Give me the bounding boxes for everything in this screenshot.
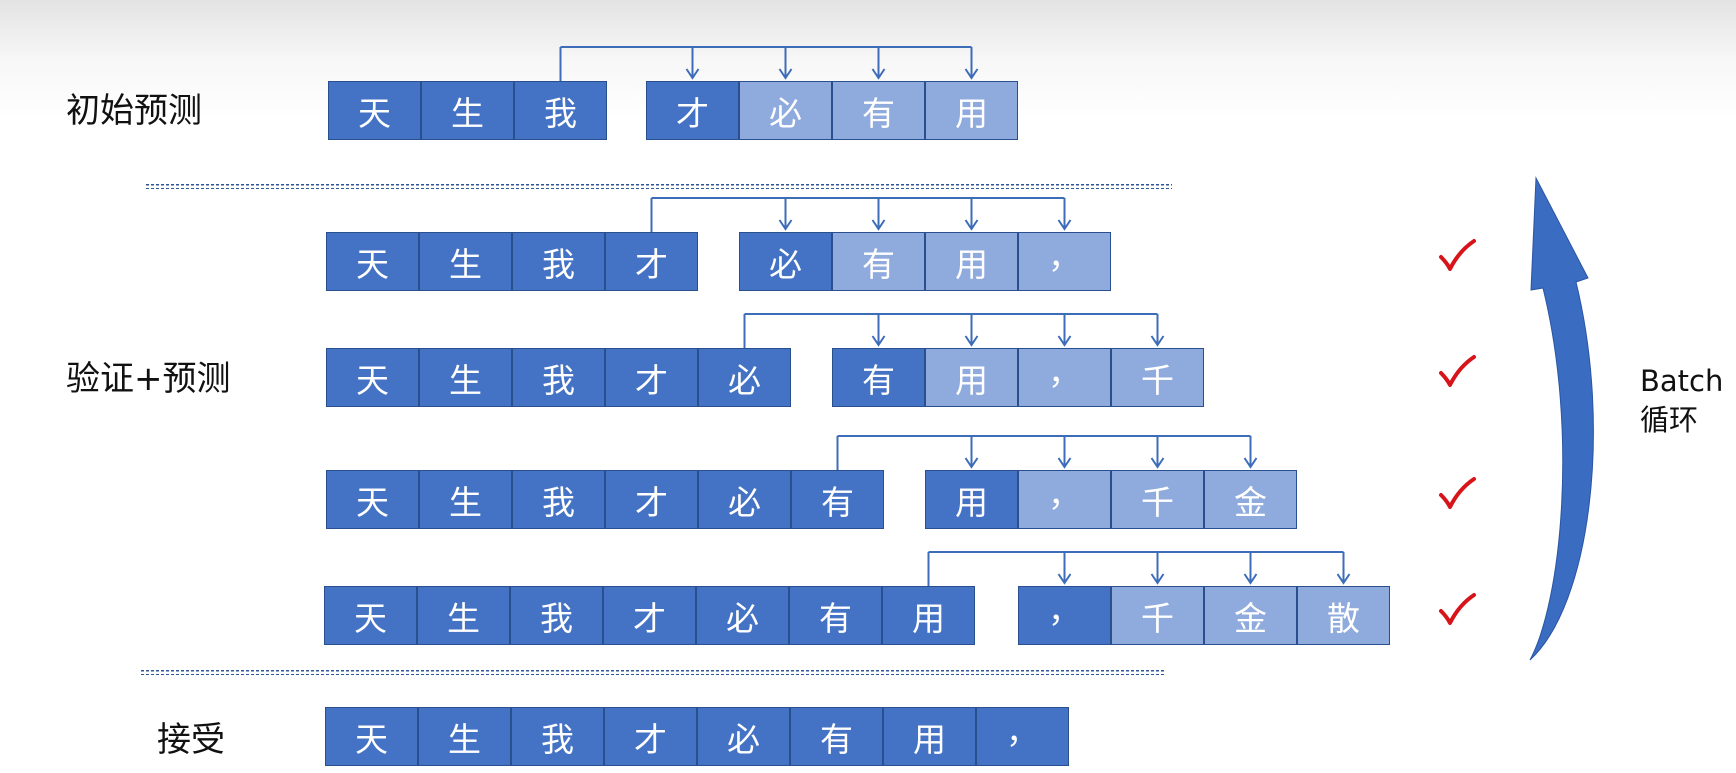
context-token: 用 bbox=[882, 586, 975, 645]
context-token: 才 bbox=[605, 232, 698, 291]
label-verify-predict: 验证+预测 bbox=[66, 359, 231, 399]
batch-loop-label: Batch 循环 bbox=[1640, 362, 1723, 440]
context-token: 生 bbox=[421, 81, 514, 140]
draft-token: 千 bbox=[1111, 348, 1204, 407]
context-token: 天 bbox=[326, 232, 419, 291]
context-token: 天 bbox=[326, 348, 419, 407]
check-icon bbox=[1439, 355, 1476, 387]
context-token: 我 bbox=[514, 81, 607, 140]
context-token: 我 bbox=[512, 232, 605, 291]
context-token: 我 bbox=[512, 348, 605, 407]
context-token: 有 bbox=[789, 586, 882, 645]
arrow-head bbox=[964, 219, 979, 231]
separator-top bbox=[146, 184, 1172, 189]
context-token: 我 bbox=[511, 707, 604, 766]
context-token: ， bbox=[976, 707, 1069, 766]
draft-token: ， bbox=[1018, 470, 1111, 529]
arrow-head bbox=[1057, 219, 1072, 231]
context-token: 用 bbox=[883, 707, 976, 766]
context-token: 生 bbox=[417, 586, 510, 645]
check-icon bbox=[1439, 239, 1476, 271]
arrow-head bbox=[871, 68, 886, 80]
check-icon bbox=[1439, 477, 1476, 509]
arrow-head bbox=[778, 219, 793, 231]
draft-token: 用 bbox=[925, 81, 1018, 140]
arrow-head bbox=[1243, 457, 1258, 469]
loop-arrow-icon bbox=[1529, 176, 1594, 661]
arrow-head bbox=[1057, 573, 1072, 585]
context-token: 必 bbox=[698, 470, 791, 529]
draft-token: 用 bbox=[925, 348, 1018, 407]
context-token: 生 bbox=[419, 232, 512, 291]
draft-token: 金 bbox=[1204, 586, 1297, 645]
arrow-head bbox=[871, 219, 886, 231]
arrow-head bbox=[964, 68, 979, 80]
context-token: 必 bbox=[698, 348, 791, 407]
context-token: 生 bbox=[419, 348, 512, 407]
draft-token: 散 bbox=[1297, 586, 1390, 645]
draft-token: 千 bbox=[1111, 586, 1204, 645]
arrow-head bbox=[1243, 573, 1258, 585]
arrow-head bbox=[964, 335, 979, 347]
arrow-head bbox=[1057, 335, 1072, 347]
arrow-head bbox=[1150, 335, 1165, 347]
draft-token: ， bbox=[1018, 586, 1111, 645]
arrow-head bbox=[685, 68, 700, 80]
arrow-head bbox=[778, 68, 793, 80]
context-token: 才 bbox=[603, 586, 696, 645]
arrow-head bbox=[1057, 457, 1072, 469]
arrow-head bbox=[964, 457, 979, 469]
context-token: 天 bbox=[325, 707, 418, 766]
draft-token: 才 bbox=[646, 81, 739, 140]
context-token: 必 bbox=[696, 586, 789, 645]
draft-token: 用 bbox=[925, 232, 1018, 291]
context-token: 才 bbox=[604, 707, 697, 766]
context-token: 有 bbox=[791, 470, 884, 529]
batch-label-line1: Batch bbox=[1640, 364, 1724, 398]
context-token: 天 bbox=[326, 470, 419, 529]
context-token: 才 bbox=[605, 348, 698, 407]
context-token: 天 bbox=[324, 586, 417, 645]
arrow-head bbox=[1150, 573, 1165, 585]
draft-token: 必 bbox=[739, 232, 832, 291]
label-initial-prediction: 初始预测 bbox=[66, 91, 202, 131]
draft-token: 必 bbox=[739, 81, 832, 140]
draft-token: 千 bbox=[1111, 470, 1204, 529]
context-token: 生 bbox=[419, 470, 512, 529]
context-token: 天 bbox=[328, 81, 421, 140]
draft-token: 有 bbox=[832, 348, 925, 407]
separator-bottom bbox=[141, 670, 1165, 675]
context-token: 才 bbox=[605, 470, 698, 529]
batch-label-line2: 循环 bbox=[1640, 403, 1699, 438]
draft-token: ， bbox=[1018, 232, 1111, 291]
arrow-head bbox=[1150, 457, 1165, 469]
label-accept: 接受 bbox=[157, 720, 225, 760]
context-token: 必 bbox=[697, 707, 790, 766]
arrow-head bbox=[1336, 573, 1351, 585]
context-token: 生 bbox=[418, 707, 511, 766]
draft-token: 金 bbox=[1204, 470, 1297, 529]
arrow-head bbox=[871, 335, 886, 347]
context-token: 我 bbox=[512, 470, 605, 529]
draft-token: ， bbox=[1018, 348, 1111, 407]
draft-token: 用 bbox=[925, 470, 1018, 529]
context-token: 有 bbox=[790, 707, 883, 766]
draft-token: 有 bbox=[832, 232, 925, 291]
draft-token: 有 bbox=[832, 81, 925, 140]
check-icon bbox=[1439, 593, 1476, 625]
context-token: 我 bbox=[510, 586, 603, 645]
